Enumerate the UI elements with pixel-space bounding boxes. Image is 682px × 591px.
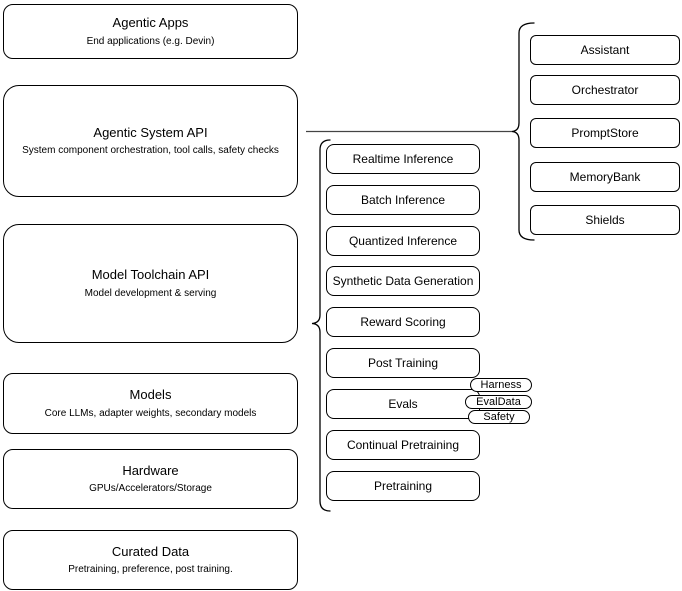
node-label: Continual Pretraining [346, 438, 460, 452]
node-subtitle: GPUs/Accelerators/Storage [89, 483, 212, 495]
node-title: Agentic System API [93, 124, 208, 140]
node-label: Batch Inference [360, 193, 446, 207]
node-curated-data: Curated Data Pretraining, preference, po… [3, 530, 298, 590]
node-subtitle: Core LLMs, adapter weights, secondary mo… [44, 407, 257, 419]
node-title: Hardware [122, 462, 179, 478]
node-label: MemoryBank [569, 170, 641, 184]
node-label: Pretraining [373, 479, 433, 493]
node-label: Shields [585, 213, 625, 227]
node-label: Assistant [580, 43, 630, 57]
node-promptstore: PromptStore [530, 118, 680, 148]
node-evals: Evals [326, 389, 480, 419]
node-realtime-inference: Realtime Inference [326, 144, 480, 174]
node-agentic-system-api: Agentic System API System component orch… [3, 85, 298, 197]
node-models: Models Core LLMs, adapter weights, secon… [3, 373, 298, 434]
node-synthetic-data-generation: Synthetic Data Generation [326, 266, 480, 296]
node-label: Orchestrator [571, 83, 639, 97]
node-model-toolchain-api: Model Toolchain API Model development & … [3, 224, 298, 343]
node-assistant: Assistant [530, 35, 680, 65]
node-label: Post Training [367, 356, 439, 370]
node-continual-pretraining: Continual Pretraining [326, 430, 480, 460]
node-orchestrator: Orchestrator [530, 75, 680, 105]
node-post-training: Post Training [326, 348, 480, 378]
node-quantized-inference: Quantized Inference [326, 226, 480, 256]
node-pretraining: Pretraining [326, 471, 480, 501]
node-title: Agentic Apps [112, 15, 189, 31]
node-subtitle: Pretraining, preference, post training. [68, 564, 233, 576]
toolchain-brace [311, 139, 331, 512]
node-label: Synthetic Data Generation [332, 274, 474, 288]
node-shields: Shields [530, 205, 680, 235]
node-label: Evals [388, 397, 418, 411]
node-batch-inference: Batch Inference [326, 185, 480, 215]
tag-label: Harness [480, 378, 522, 391]
node-reward-scoring: Reward Scoring [326, 307, 480, 337]
node-title: Model Toolchain API [91, 267, 210, 283]
tag-safety: Safety [468, 410, 530, 424]
node-agentic-apps: Agentic Apps End applications (e.g. Devi… [3, 4, 298, 59]
tag-harness: Harness [470, 378, 532, 392]
node-label: Realtime Inference [352, 152, 454, 166]
node-title: Models [129, 387, 172, 403]
node-hardware: Hardware GPUs/Accelerators/Storage [3, 449, 298, 509]
node-subtitle: Model development & serving [84, 287, 217, 299]
node-label: Reward Scoring [360, 315, 446, 329]
node-subtitle: System component orchestration, tool cal… [22, 145, 279, 157]
components-brace [511, 22, 535, 241]
node-title: Curated Data [111, 543, 190, 559]
tag-evaldata: EvalData [465, 395, 532, 409]
node-label: PromptStore [571, 126, 639, 140]
node-label: Quantized Inference [348, 234, 458, 248]
tag-label: EvalData [476, 395, 521, 408]
node-subtitle: End applications (e.g. Devin) [86, 35, 215, 47]
node-memorybank: MemoryBank [530, 162, 680, 192]
tag-label: Safety [483, 410, 515, 423]
